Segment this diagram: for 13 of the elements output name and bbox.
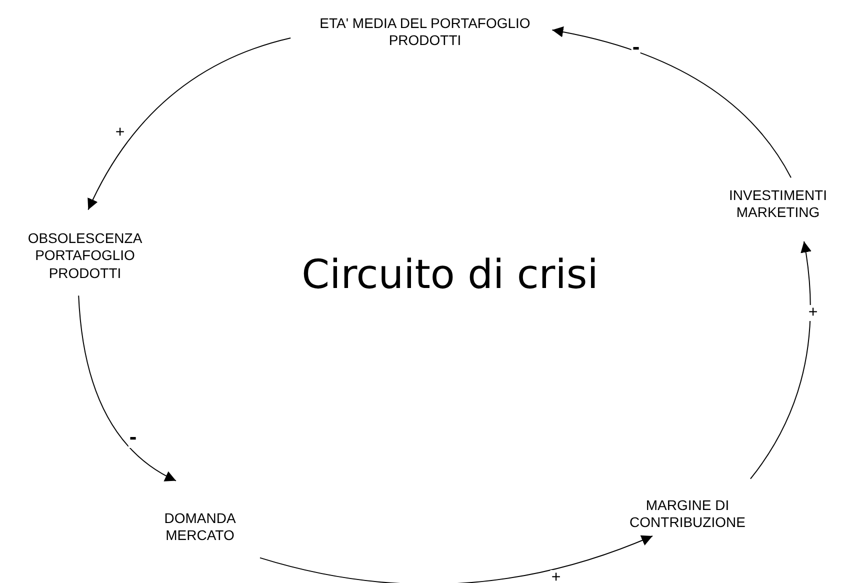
node-label: DOMANDA MERCATO (163, 510, 237, 544)
node-label: ETA' MEDIA DEL PORTAFOGLIO PRODOTTI (318, 14, 532, 50)
arrow (750, 240, 812, 480)
node-label: MARGINE DI CONTRIBUZIONE (628, 496, 746, 532)
arrow (88, 38, 292, 210)
arrow (260, 535, 653, 583)
edge-label: + (550, 570, 562, 583)
node-label: OBSOLESCENZA PORTAFOGLIO PRODOTTI (26, 230, 144, 282)
diagram-title: Circuito di crisi (300, 252, 600, 298)
node-label: INVESTIMENTI MARKETING (728, 186, 828, 222)
arrow (78, 295, 176, 482)
arrow (552, 26, 792, 178)
edge-label: + (807, 305, 819, 321)
